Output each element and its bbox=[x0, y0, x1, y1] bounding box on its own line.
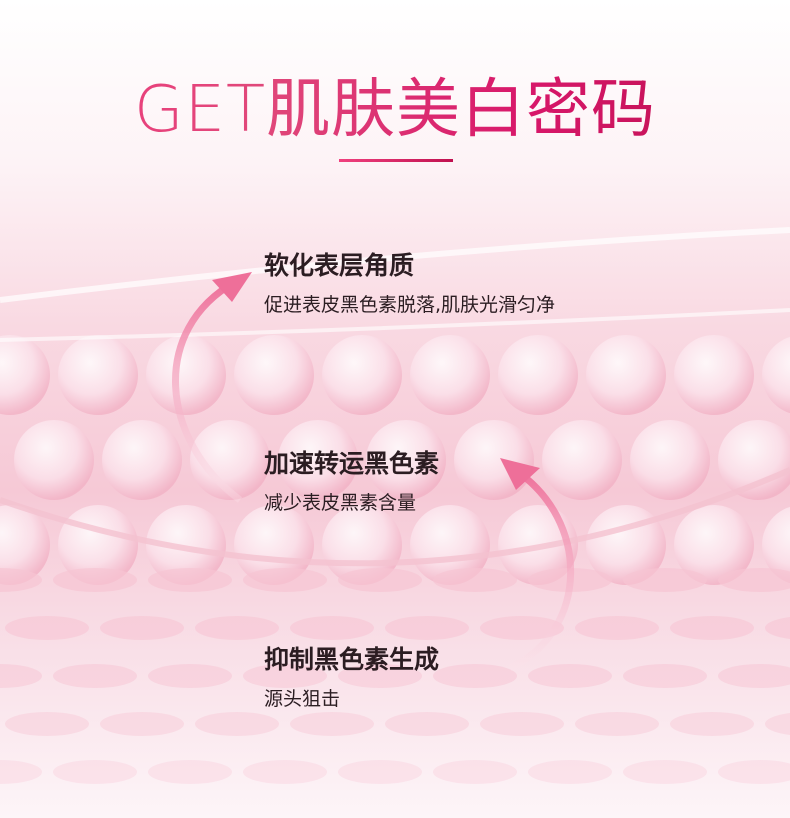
flat-cell bbox=[718, 664, 790, 688]
step-heading: 加速转运黑色素 bbox=[264, 449, 440, 478]
skin-cell bbox=[322, 335, 402, 415]
flat-cell bbox=[243, 760, 327, 784]
flat-cell bbox=[670, 712, 754, 736]
flat-cell bbox=[148, 568, 232, 592]
flat-cell bbox=[528, 760, 612, 784]
flat-cell bbox=[148, 760, 232, 784]
flat-cell bbox=[53, 568, 137, 592]
skin-cell bbox=[542, 420, 622, 500]
flat-cell bbox=[433, 760, 517, 784]
skin-cell bbox=[454, 420, 534, 500]
flat-cell bbox=[195, 616, 279, 640]
flat-cell bbox=[5, 712, 89, 736]
skin-cell bbox=[410, 335, 490, 415]
flat-cell bbox=[480, 616, 564, 640]
skin-cell bbox=[234, 505, 314, 585]
step-soften-keratin: 软化表层角质 促进表皮黑色素脱落,肌肤光滑匀净 bbox=[264, 246, 555, 317]
step-description: 源头狙击 bbox=[264, 688, 341, 710]
upward-arrow-1 bbox=[172, 278, 243, 503]
flat-cell bbox=[0, 664, 42, 688]
flat-cell bbox=[0, 568, 42, 592]
flat-cell bbox=[338, 568, 422, 592]
skin-cell bbox=[630, 420, 710, 500]
flat-cell bbox=[0, 760, 42, 784]
skin-cell bbox=[146, 335, 226, 415]
flat-cell bbox=[385, 616, 469, 640]
flat-cell bbox=[623, 760, 707, 784]
flat-cell bbox=[718, 760, 790, 784]
arrowhead-2 bbox=[500, 458, 540, 490]
skin-cell bbox=[14, 420, 94, 500]
upward-arrow-2 bbox=[508, 467, 575, 672]
skin-cell bbox=[586, 335, 666, 415]
flat-cell bbox=[623, 568, 707, 592]
flat-cell bbox=[575, 616, 659, 640]
flat-cell bbox=[670, 616, 754, 640]
skin-cell bbox=[278, 420, 358, 500]
flat-cell bbox=[433, 568, 517, 592]
step-inhibit-melanin: 抑制黑色素生成 源头狙击 bbox=[264, 640, 439, 711]
flat-cell bbox=[100, 616, 184, 640]
page-title: GET肌肤美白密码 bbox=[0, 58, 790, 150]
skin-cell bbox=[190, 420, 270, 500]
skin-cell bbox=[58, 335, 138, 415]
skin-cell bbox=[674, 335, 754, 415]
step-description: 减少表皮黑素含量 bbox=[264, 492, 417, 514]
skin-cell bbox=[146, 505, 226, 585]
flat-cell bbox=[623, 664, 707, 688]
flat-cell bbox=[195, 712, 279, 736]
step-heading: 软化表层角质 bbox=[264, 251, 415, 280]
flat-cell bbox=[385, 712, 469, 736]
skin-cell bbox=[762, 506, 790, 584]
step-accelerate-transport: 加速转运黑色素 减少表皮黑素含量 bbox=[264, 444, 439, 515]
skin-cell bbox=[762, 336, 790, 414]
flat-cell bbox=[575, 712, 659, 736]
flat-cell bbox=[480, 712, 564, 736]
flat-cell bbox=[53, 664, 137, 688]
flat-cell bbox=[338, 760, 422, 784]
skin-cell bbox=[498, 335, 578, 415]
flat-cell bbox=[243, 664, 327, 688]
skin-cell bbox=[410, 505, 490, 585]
flat-cell bbox=[433, 664, 517, 688]
skin-cell bbox=[0, 335, 50, 415]
flat-cell bbox=[5, 616, 89, 640]
skin-cell bbox=[234, 335, 314, 415]
flat-cell bbox=[290, 712, 374, 736]
flat-cell bbox=[243, 568, 327, 592]
skin-cell bbox=[366, 420, 446, 500]
step-heading: 抑制黑色素生成 bbox=[264, 645, 440, 674]
flat-cell bbox=[338, 664, 422, 688]
flat-cell bbox=[528, 664, 612, 688]
flat-cell bbox=[100, 712, 184, 736]
flat-cell bbox=[765, 617, 790, 639]
step-description: 促进表皮黑色素脱落,肌肤光滑匀净 bbox=[264, 294, 556, 316]
skin-cell bbox=[102, 420, 182, 500]
flat-cell bbox=[290, 616, 374, 640]
flat-cell bbox=[765, 713, 790, 735]
title-underline bbox=[339, 159, 453, 162]
arrowhead-1 bbox=[212, 272, 252, 302]
flat-cell bbox=[148, 664, 232, 688]
skin-cell bbox=[674, 505, 754, 585]
skin-cell bbox=[0, 505, 50, 585]
flat-cell bbox=[718, 568, 790, 592]
flat-cell bbox=[53, 760, 137, 784]
